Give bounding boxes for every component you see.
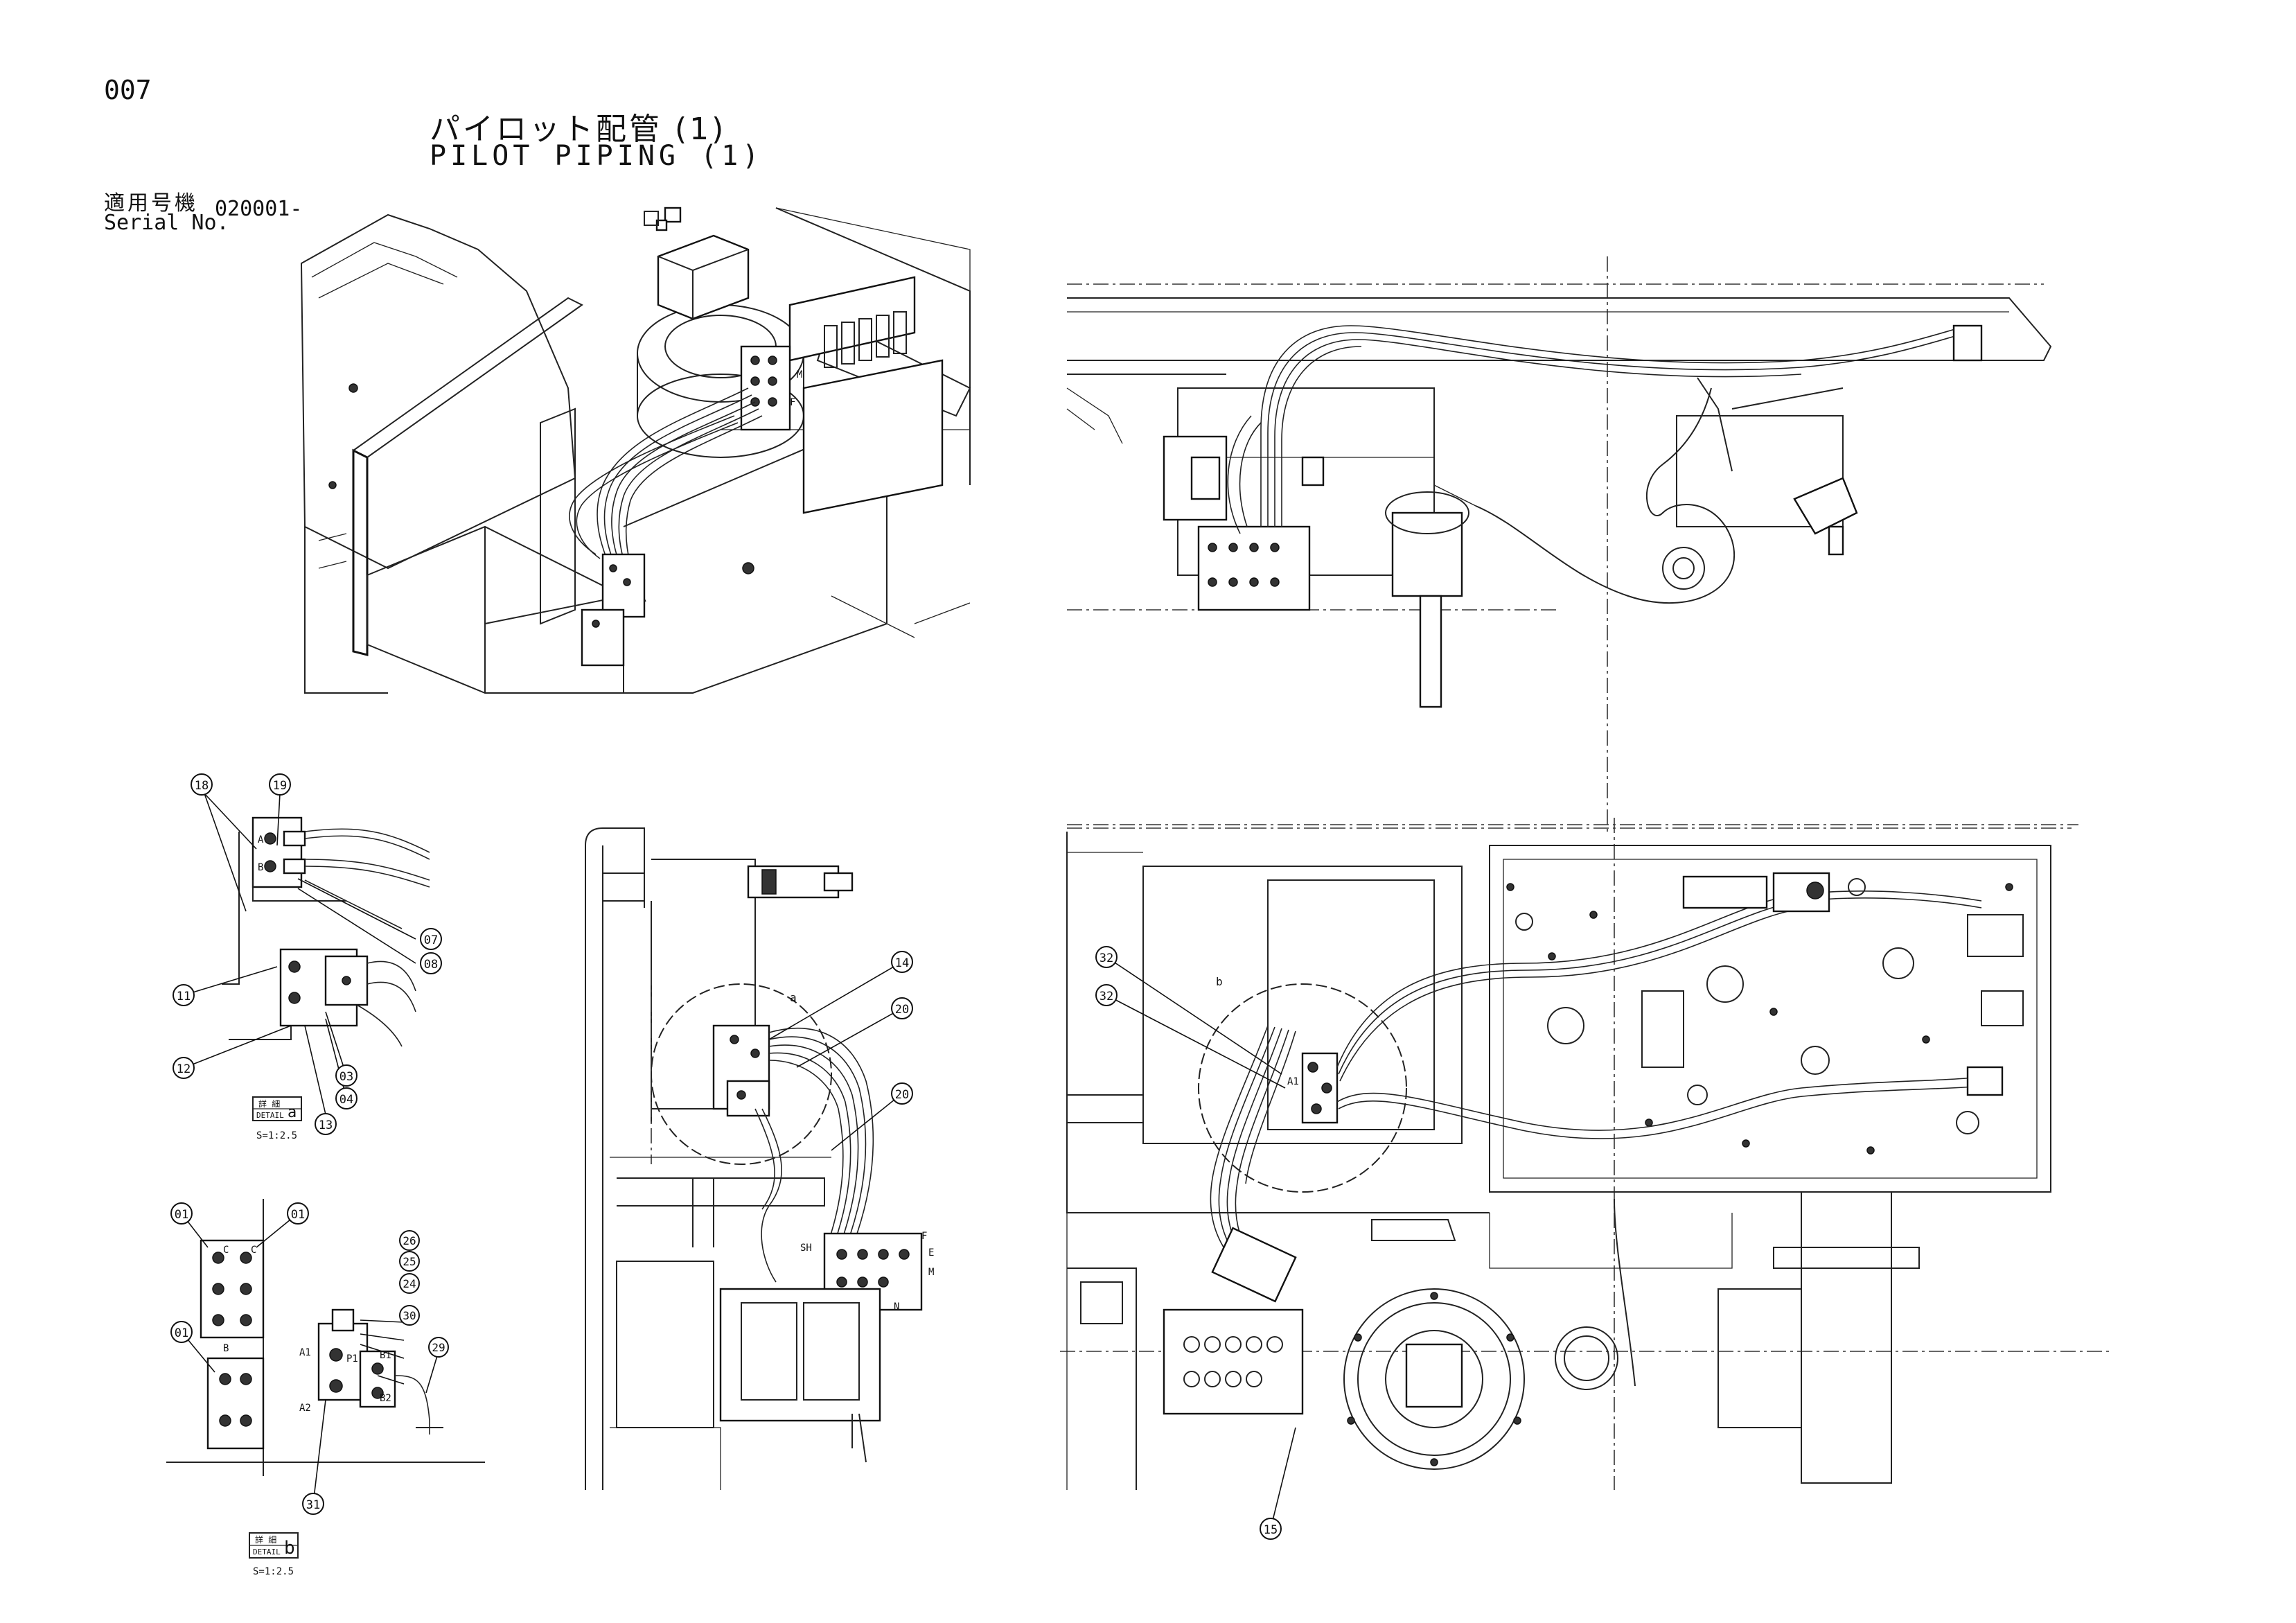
callout-15-label: 15 xyxy=(1264,1523,1278,1537)
detail-a-word: DETAIL xyxy=(256,1111,284,1120)
callout-07: 07 xyxy=(420,928,442,950)
callout-30-label: 30 xyxy=(403,1309,416,1322)
callout-29: 29 xyxy=(428,1337,449,1358)
callout-32a-label: 32 xyxy=(1100,951,1113,965)
callout-03: 03 xyxy=(335,1064,357,1087)
port-label-p1: P1 xyxy=(346,1353,358,1365)
callout-14-label: 14 xyxy=(895,956,909,970)
callout-01-left: 01 xyxy=(170,1202,193,1225)
callout-07-label: 07 xyxy=(424,933,438,947)
callout-32-upper: 32 xyxy=(1095,946,1118,968)
port-labels: A B C C B A1 A2 B1 B2 P1 M F E N SH M F … xyxy=(223,369,1299,1414)
port-label-f: F xyxy=(921,1231,927,1242)
callout-20b-label: 20 xyxy=(895,1088,909,1102)
detail-a-scale: S=1:2.5 xyxy=(256,1130,297,1141)
callout-04-label: 04 xyxy=(339,1093,353,1107)
callout-26: 26 xyxy=(399,1230,420,1251)
detail-a-label: 詳 細 DETAIL a S=1:2.5 xyxy=(252,1096,302,1141)
port-label-f-iso: F xyxy=(790,397,795,408)
serial-number-value: 020001- xyxy=(215,197,303,221)
callout-08: 08 xyxy=(420,952,442,974)
callout-01-right: 01 xyxy=(287,1202,309,1225)
page-title-english: PILOT PIPING (1) xyxy=(430,140,763,172)
callout-29-label: 29 xyxy=(432,1341,445,1354)
serial-label-japanese: 適用号機 xyxy=(104,191,198,216)
detail-b-view xyxy=(166,1199,485,1476)
port-label-a2: A2 xyxy=(299,1403,311,1414)
port-label-c1: C xyxy=(223,1245,229,1256)
port-label-m-iso: M xyxy=(797,369,802,380)
callout-18: 18 xyxy=(191,773,213,796)
callout-25-label: 25 xyxy=(403,1255,416,1268)
callout-15: 15 xyxy=(1260,1518,1282,1540)
port-label-b: B xyxy=(258,862,263,873)
callout-badges: 18 19 07 08 11 03 04 12 13 01 01 01 26 2… xyxy=(170,773,1282,1540)
callout-13-label: 13 xyxy=(319,1118,333,1132)
callout-19-label: 19 xyxy=(273,779,287,793)
callout-01-lower: 01 xyxy=(170,1321,193,1343)
front-view xyxy=(585,827,923,1490)
callout-18-label: 18 xyxy=(195,779,209,793)
callout-01c-label: 01 xyxy=(175,1326,188,1340)
callout-13: 13 xyxy=(315,1113,337,1135)
callout-20-upper: 20 xyxy=(891,997,913,1019)
view-label-a: a xyxy=(790,991,797,1004)
isometric-view xyxy=(300,207,971,694)
detail-b-label: 詳 細 DETAIL b S=1:2.5 xyxy=(249,1532,299,1577)
callout-04: 04 xyxy=(335,1087,357,1109)
view-label-b: b xyxy=(1216,975,1223,988)
port-label-sh: SH xyxy=(800,1243,812,1254)
side-view xyxy=(1066,256,2078,832)
page-number: 007 xyxy=(104,75,152,105)
detail-b-letter: b xyxy=(284,1538,295,1559)
callout-31-label: 31 xyxy=(306,1498,320,1512)
page-title-japanese: パイロット配管 (1) xyxy=(430,112,727,147)
port-label-e: E xyxy=(928,1247,934,1258)
callout-24-label: 24 xyxy=(403,1277,416,1290)
serial-label-english: Serial No. xyxy=(104,211,229,235)
callout-11: 11 xyxy=(173,984,195,1006)
port-label-b2-detail: B2 xyxy=(380,1393,391,1404)
callout-32-lower: 32 xyxy=(1095,984,1118,1006)
callout-25: 25 xyxy=(399,1251,420,1272)
callout-08-label: 08 xyxy=(424,958,438,972)
port-label-a: A xyxy=(258,834,264,845)
callout-12: 12 xyxy=(173,1057,195,1079)
detail-a-letter: a xyxy=(288,1104,297,1121)
callout-11-label: 11 xyxy=(177,990,191,1003)
callout-32b-label: 32 xyxy=(1100,990,1113,1003)
detail-a-header: 詳 細 xyxy=(258,1098,280,1109)
port-label-a1: A1 xyxy=(299,1347,311,1358)
callout-20-lower: 20 xyxy=(891,1082,913,1105)
callout-12-label: 12 xyxy=(177,1062,191,1076)
top-view xyxy=(1060,818,2113,1490)
callout-03-label: 03 xyxy=(339,1070,353,1084)
callout-31: 31 xyxy=(302,1493,324,1515)
callout-20a-label: 20 xyxy=(895,1003,909,1017)
callout-01a-label: 01 xyxy=(175,1208,188,1222)
port-label-c2: C xyxy=(251,1245,256,1256)
port-label-b2: B xyxy=(223,1343,229,1354)
callout-01b-label: 01 xyxy=(291,1208,305,1222)
callout-14: 14 xyxy=(891,951,913,973)
detail-b-header: 詳 細 xyxy=(255,1534,276,1545)
port-label-a1-top: A1 xyxy=(1287,1076,1299,1087)
callout-24: 24 xyxy=(399,1273,420,1294)
detail-b-word: DETAIL xyxy=(253,1547,281,1556)
port-label-n: N xyxy=(894,1301,899,1313)
callout-26-label: 26 xyxy=(403,1234,416,1247)
callout-19: 19 xyxy=(269,773,291,796)
callout-30: 30 xyxy=(399,1305,420,1326)
detail-b-scale: S=1:2.5 xyxy=(253,1566,294,1577)
port-label-m: M xyxy=(928,1267,934,1278)
port-label-b1: B1 xyxy=(380,1350,391,1361)
callout-leaders xyxy=(181,793,1296,1529)
detail-a-view xyxy=(222,816,430,1047)
